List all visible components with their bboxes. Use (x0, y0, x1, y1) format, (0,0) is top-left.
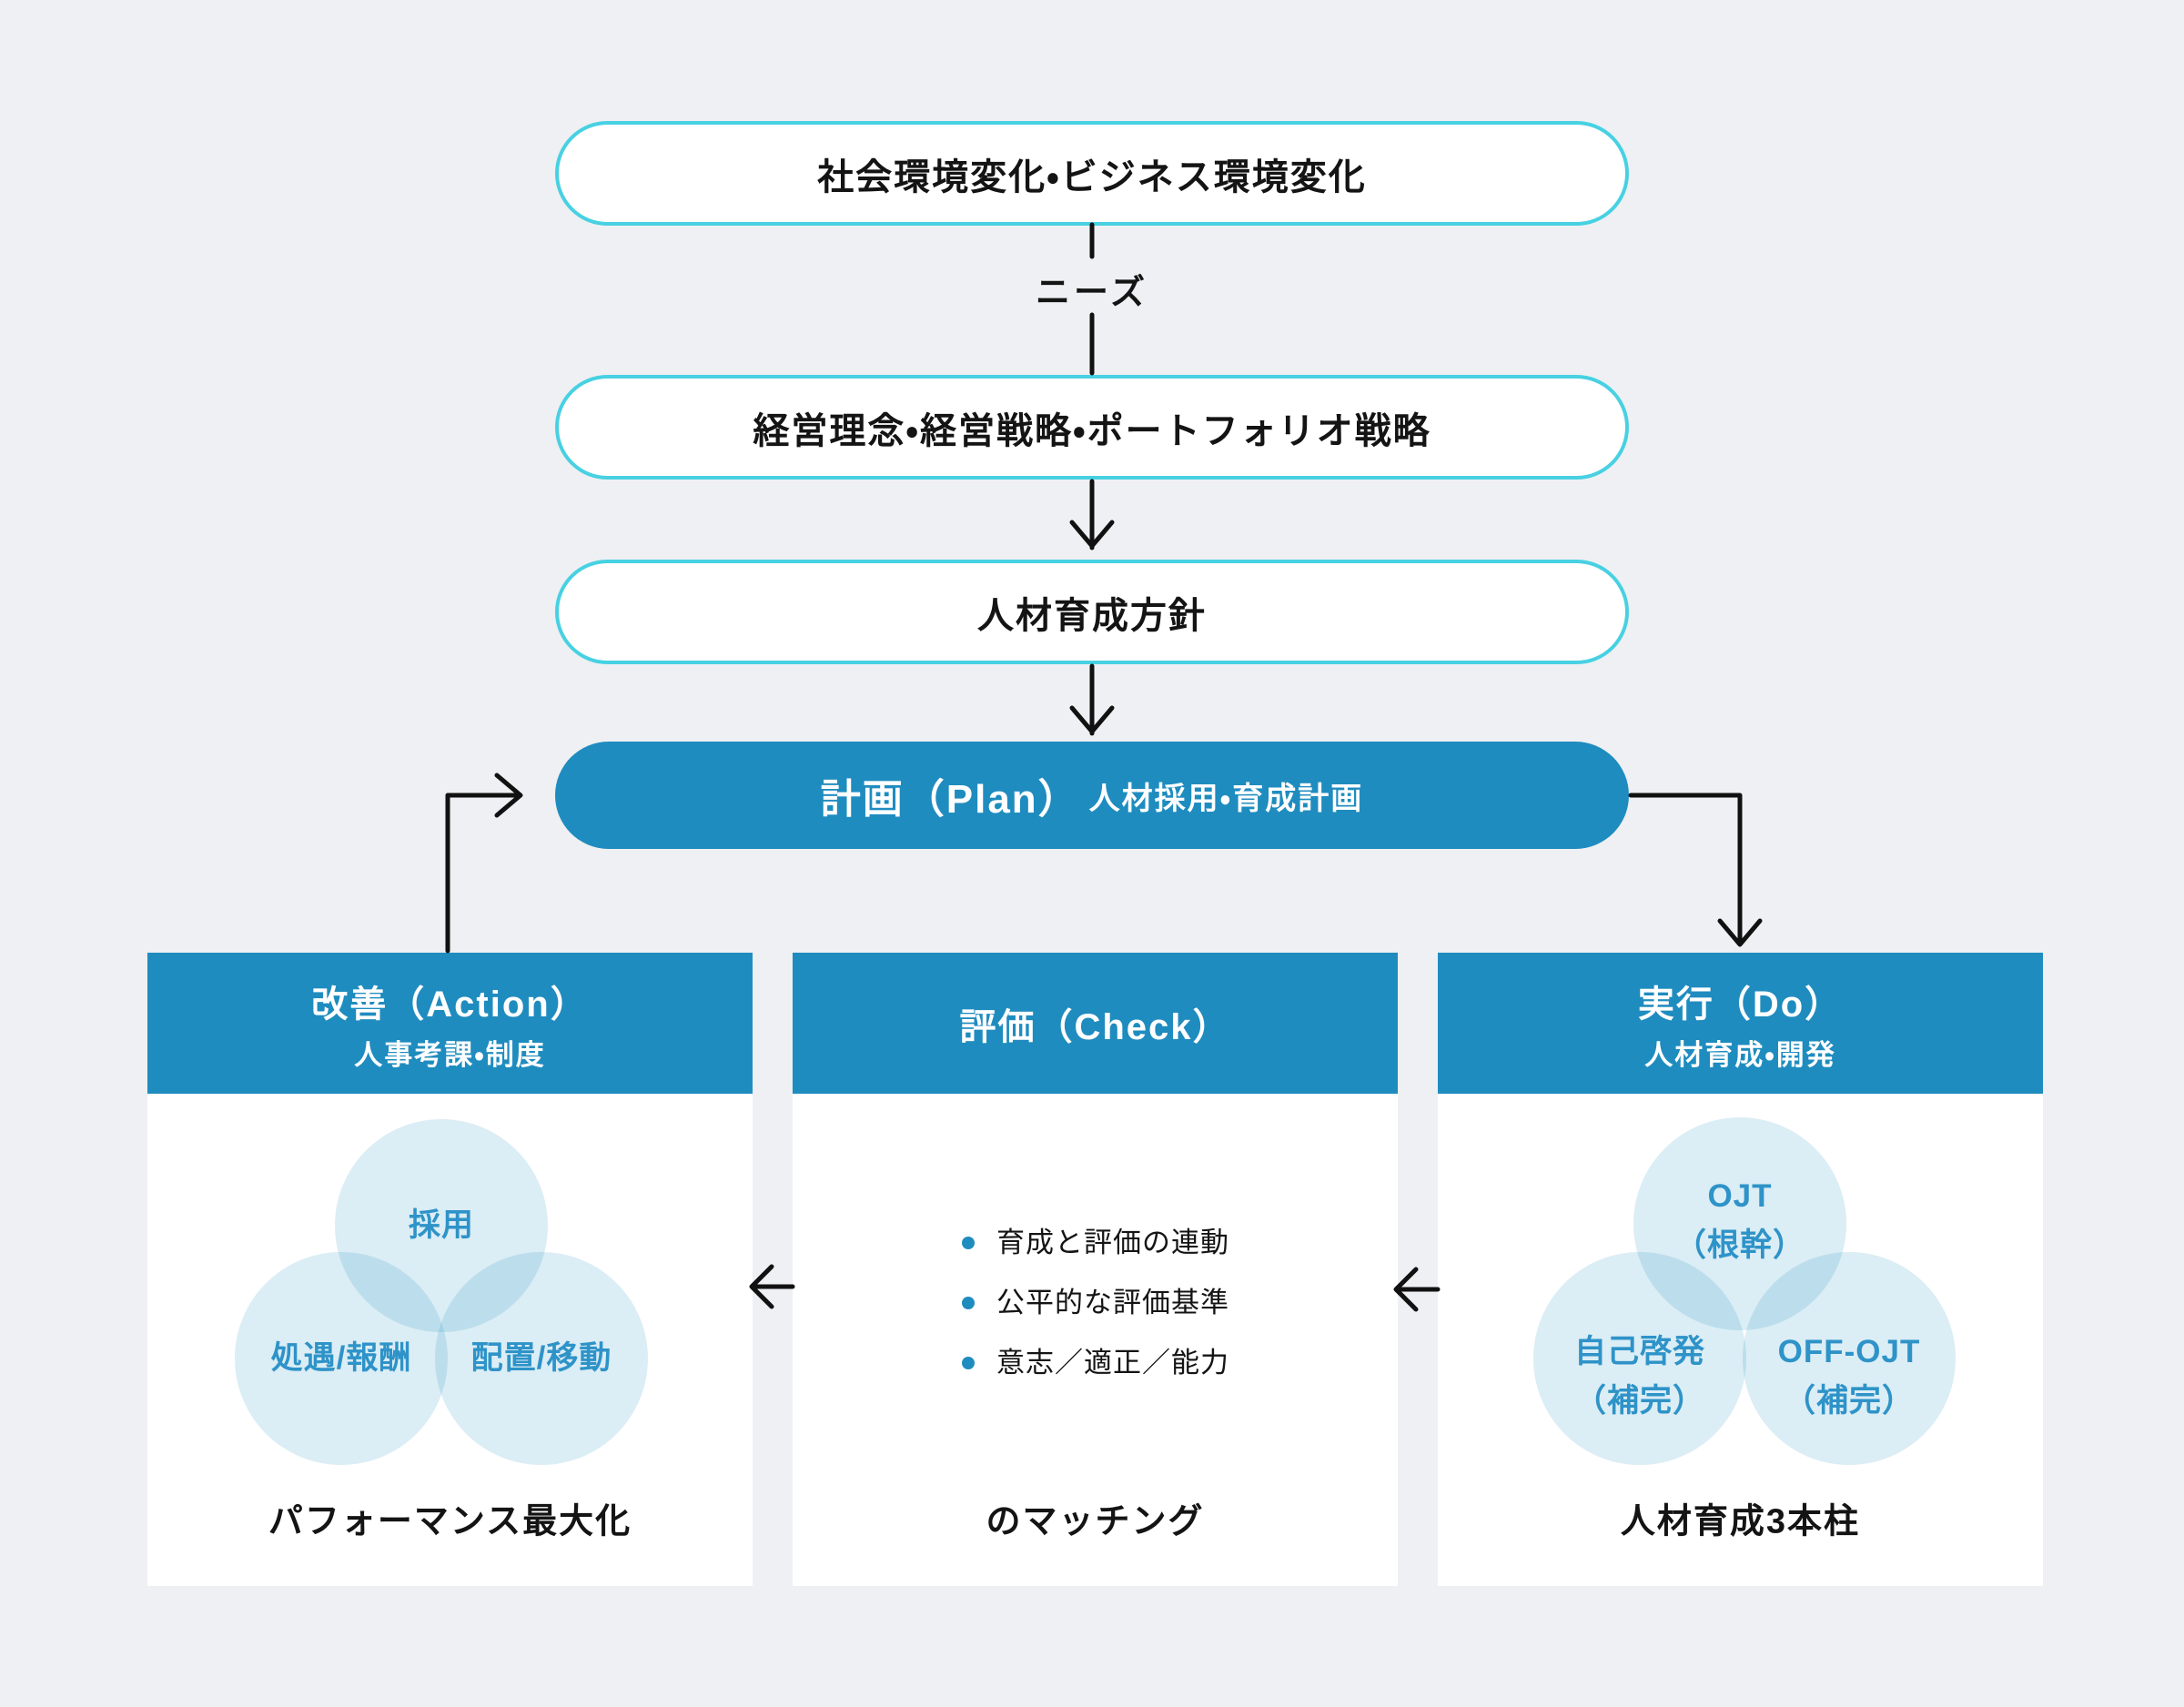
check-bullet-item: 意志／適正／能力 (962, 1346, 1229, 1379)
arrowhead-do-to-check (1393, 1267, 1419, 1312)
arrowhead-action-to-plan (494, 773, 523, 818)
venn-label-placement: 配置/移動 (470, 1339, 612, 1376)
arrowhead-policy-to-plan (1069, 705, 1115, 734)
venn-label-recruitment: 採用 (408, 1207, 475, 1243)
plan-subtitle: 人材採用・育成計画 (1088, 781, 1364, 816)
check-bullet-item: 育成と評価の連動 (962, 1226, 1229, 1259)
arrowhead-plan-to-do (1717, 918, 1763, 947)
venn-circle-off-ojt (1743, 1252, 1956, 1465)
check-bullet-item: 公平的な評価基準 (962, 1286, 1229, 1319)
check-title: 評価（Check） (959, 1006, 1231, 1047)
do-title: 実行（Do） (1637, 984, 1844, 1025)
arrowhead-check-to-action (749, 1264, 774, 1309)
arrowhead-strategy-to-policy (1069, 520, 1115, 549)
action-title: 改善（Action） (311, 984, 589, 1025)
venn-label-self-development: 自己啓発 （補完） (1573, 1333, 1706, 1419)
check-box: 評価（Check） 育成と評価の連動 公平的な評価基準 意志／適正／能力 のマッ… (793, 953, 1398, 1586)
action-subtitle: 人事考課・制度 (354, 1038, 546, 1071)
plan-title: 計画（Plan） (820, 777, 1080, 822)
arrow-plan-to-do (1628, 793, 1743, 944)
do-caption: 人材育成3本柱 (1620, 1502, 1861, 1541)
action-caption: パフォーマンス最大化 (268, 1502, 632, 1541)
venn-label-off-ojt: OFF-OJT （補完） (1777, 1333, 1921, 1419)
venn-circle-placement (435, 1252, 648, 1465)
flow-pill-hr-policy: 人材育成方針 (555, 560, 1629, 664)
venn-circle-compensation (235, 1252, 448, 1465)
flow-pill-hr-policy-label: 人材育成方針 (977, 595, 1207, 636)
flow-pill-environment-change-label: 社会環境変化・ビジネス環境変化 (817, 157, 1367, 197)
action-box: 改善（Action） 人事考課・制度 採用 処遇/報酬 配置/移動 パフォーマン… (147, 953, 753, 1586)
do-header: 実行（Do） 人材育成・開発 (1438, 953, 2043, 1094)
action-header: 改善（Action） 人事考課・制度 (147, 953, 753, 1094)
do-subtitle: 人材育成・開発 (1644, 1038, 1836, 1071)
do-box: 実行（Do） 人材育成・開発 OJT （根幹） 自己啓発 （補完） OFF-OJ… (1438, 953, 2043, 1586)
check-header: 評価（Check） (793, 953, 1398, 1094)
flow-pill-environment-change: 社会環境変化・ビジネス環境変化 (555, 121, 1629, 226)
venn-circle-recruitment (335, 1119, 548, 1332)
venn-label-compensation: 処遇/報酬 (270, 1339, 412, 1376)
check-caption: のマッチング (986, 1502, 1205, 1541)
flow-pill-management-strategy-label: 経営理念・経営戦略・ポートフォリオ戦略 (753, 410, 1431, 451)
needs-label: ニーズ (1035, 274, 1149, 312)
venn-circle-ojt (1633, 1117, 1846, 1330)
arrow-action-to-plan (445, 793, 518, 954)
venn-label-ojt: OJT （根幹） (1673, 1177, 1806, 1263)
flow-pill-management-strategy: 経営理念・経営戦略・ポートフォリオ戦略 (555, 375, 1629, 480)
plan-pill: 計画（Plan） 人材採用・育成計画 (555, 742, 1629, 849)
check-bullet-list: 育成と評価の連動 公平的な評価基準 意志／適正／能力 (962, 1226, 1229, 1406)
venn-circle-self-development (1533, 1252, 1746, 1465)
